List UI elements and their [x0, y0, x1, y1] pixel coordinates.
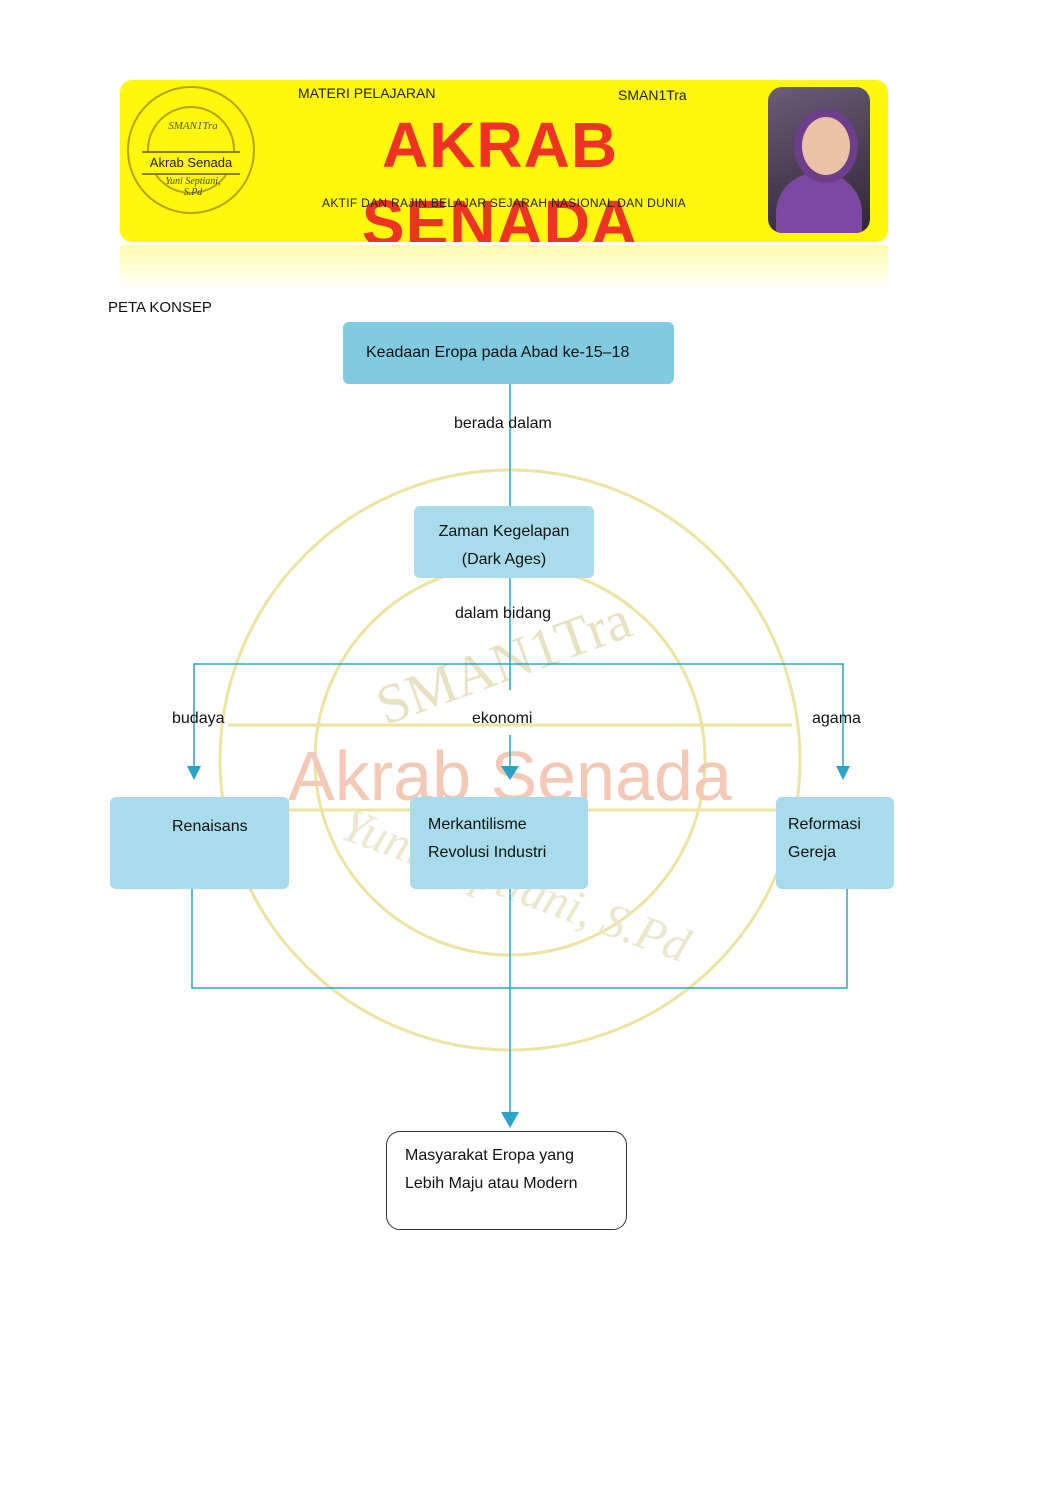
node-zaman-kegelapan: Zaman Kegelapan (Dark Ages)	[414, 506, 594, 578]
link-label-agama: agama	[812, 710, 861, 727]
seal-top-text: SMAN1Tra	[168, 120, 218, 132]
node-masyarakat-line2: Lebih Maju atau Modern	[405, 1175, 578, 1192]
node-renaisans-label: Renaisans	[172, 818, 248, 835]
seal-center-label: Akrab Senada	[142, 151, 240, 175]
seal-outer-ring	[127, 86, 255, 214]
connector-branch-bar	[193, 663, 844, 766]
node-masyarakat-line1: Masyarakat Eropa yang	[405, 1147, 574, 1164]
arrow-ekonomi	[501, 766, 519, 780]
header-banner: SMAN1Tra Akrab Senada Yuni Septiani, S.P…	[120, 80, 888, 242]
seal-bottom-text: Yuni Septiani, S.Pd	[165, 176, 221, 198]
link-label-berada-dalam: berada dalam	[454, 415, 552, 432]
photo-body-shape	[776, 173, 862, 233]
banner-reflection	[120, 245, 888, 290]
node-reformasi-gereja: Reformasi Gereja	[776, 797, 894, 889]
node-merkantilisme-line2: Revolusi Industri	[428, 844, 547, 861]
arrow-agama	[836, 766, 850, 780]
node-renaisans: Renaisans	[110, 797, 289, 889]
node-merkantilisme-line1: Merkantilisme	[428, 816, 527, 833]
seal-inner-ring	[147, 106, 235, 194]
link-label-ekonomi: ekonomi	[472, 710, 533, 727]
node-reformasi-line2: Gereja	[788, 844, 837, 861]
connector-merge	[191, 889, 848, 989]
node-zaman-kegelapan-line2: (Dark Ages)	[461, 551, 547, 568]
banner-tagline: AKTIF DAN RAJIN BELAJAR SEJARAH NASIONAL…	[322, 196, 686, 210]
link-label-budaya: budaya	[172, 710, 225, 727]
page-heading: PETA KONSEP	[108, 299, 212, 316]
banner-school-code: SMAN1Tra	[618, 87, 687, 103]
node-merkantilisme: Merkantilisme Revolusi Industri	[410, 797, 588, 889]
arrow-result	[501, 1112, 519, 1128]
banner-title: AKRAB SENADA	[361, 109, 639, 242]
arrow-budaya	[187, 766, 201, 780]
node-keadaan-eropa: Keadaan Eropa pada Abad ke-15–18	[343, 322, 674, 384]
node-reformasi-line1: Reformasi	[788, 816, 861, 833]
author-photo	[768, 87, 870, 233]
banner-kicker: MATERI PELAJARAN	[298, 85, 436, 101]
node-zaman-kegelapan-line1: Zaman Kegelapan	[438, 523, 570, 540]
photo-face-shape	[794, 109, 858, 183]
link-label-dalam-bidang: dalam bidang	[455, 605, 552, 622]
node-masyarakat-eropa: Masyarakat Eropa yang Lebih Maju atau Mo…	[386, 1131, 627, 1230]
node-keadaan-eropa-label: Keadaan Eropa pada Abad ke-15–18	[366, 344, 630, 361]
